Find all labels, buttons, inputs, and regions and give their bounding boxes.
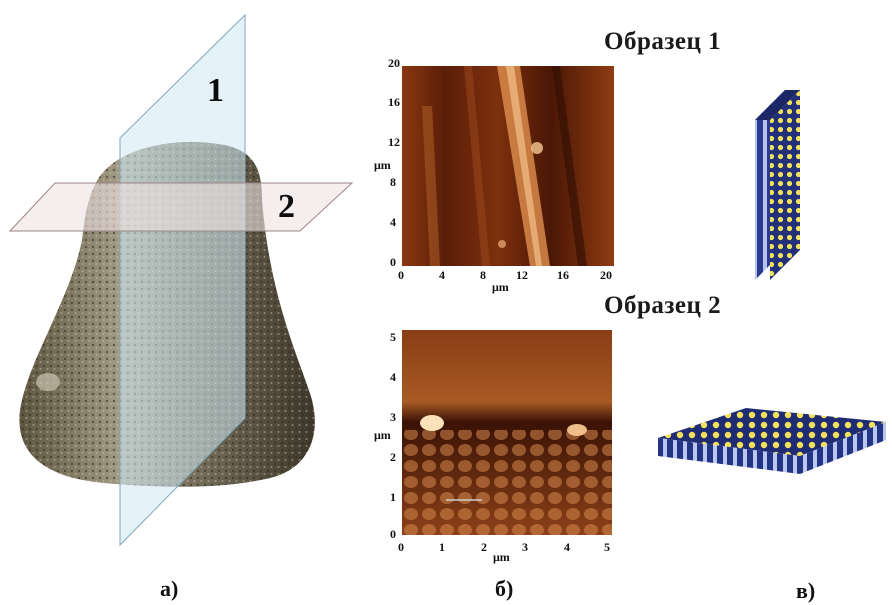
plane-2-label: 2 xyxy=(278,188,295,225)
s1-x-tick: 0 xyxy=(398,268,404,282)
s2-x-tick: 2 xyxy=(481,540,487,554)
vertical-cylinders-slab xyxy=(755,90,800,280)
s1-x-tick: 16 xyxy=(557,268,569,282)
s1-x-tick: 20 xyxy=(600,268,612,282)
s1-y-unit: μm xyxy=(374,158,391,172)
s1-y-tick: 4 xyxy=(390,215,396,229)
s2-y-tick: 0 xyxy=(390,527,396,541)
s1-x-tick: 12 xyxy=(516,268,528,282)
s2-x-tick: 5 xyxy=(604,540,610,554)
s1-x-unit: μm xyxy=(492,280,509,294)
s1-y-tick: 0 xyxy=(390,255,396,269)
s1-x-tick: 8 xyxy=(480,268,486,282)
s1-y-tick: 8 xyxy=(390,175,396,189)
sample-2-title: Образец 2 xyxy=(604,292,722,319)
s2-x-unit: μm xyxy=(493,550,510,564)
s2-y-tick: 1 xyxy=(390,490,396,504)
s2-x-tick: 1 xyxy=(439,540,445,554)
caption-c: в) xyxy=(796,578,816,603)
cut-plane-1 xyxy=(119,13,246,547)
plane-1-label: 1 xyxy=(207,72,224,109)
s1-y-tick: 16 xyxy=(388,95,400,109)
s2-x-tick: 4 xyxy=(564,540,570,554)
s1-x-tick: 4 xyxy=(439,268,445,282)
s2-x-tick: 0 xyxy=(398,540,404,554)
afm-scan-sample-1 xyxy=(402,66,614,266)
sample-illustration xyxy=(8,13,354,547)
s1-y-tick: 20 xyxy=(388,56,400,70)
cut-plane-2 xyxy=(8,182,354,232)
caption-b: б) xyxy=(495,576,514,601)
afm-scan-sample-2 xyxy=(402,330,612,535)
s1-y-tick: 12 xyxy=(388,135,400,149)
s2-y-unit: μm xyxy=(374,428,391,442)
sample-1-title: Образец 1 xyxy=(604,28,722,55)
s2-y-tick: 4 xyxy=(390,370,396,384)
s2-x-tick: 3 xyxy=(522,540,528,554)
s2-y-tick: 5 xyxy=(390,330,396,344)
horizontal-cylinders-slab xyxy=(658,408,886,474)
caption-a: а) xyxy=(160,576,179,601)
s2-y-tick: 2 xyxy=(390,450,396,464)
s2-y-tick: 3 xyxy=(390,410,396,424)
